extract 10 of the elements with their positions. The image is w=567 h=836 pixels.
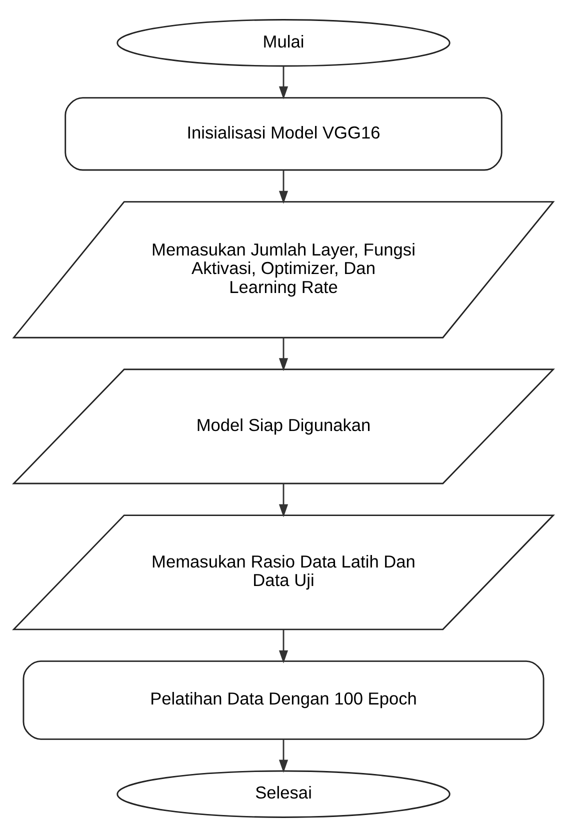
node-box: Pelatihan Data Dengan 100 Epoch [22, 660, 544, 740]
node-box: Inisialisasi Model VGG16 [64, 96, 502, 170]
arrow [278, 629, 288, 663]
node-ellipse: Mulai [116, 18, 450, 66]
node-ellipse: Selesai [116, 770, 450, 818]
arrow [278, 170, 288, 204]
arrow [278, 66, 288, 99]
arrow [278, 337, 288, 371]
arrow [278, 739, 288, 772]
arrow [278, 483, 288, 517]
